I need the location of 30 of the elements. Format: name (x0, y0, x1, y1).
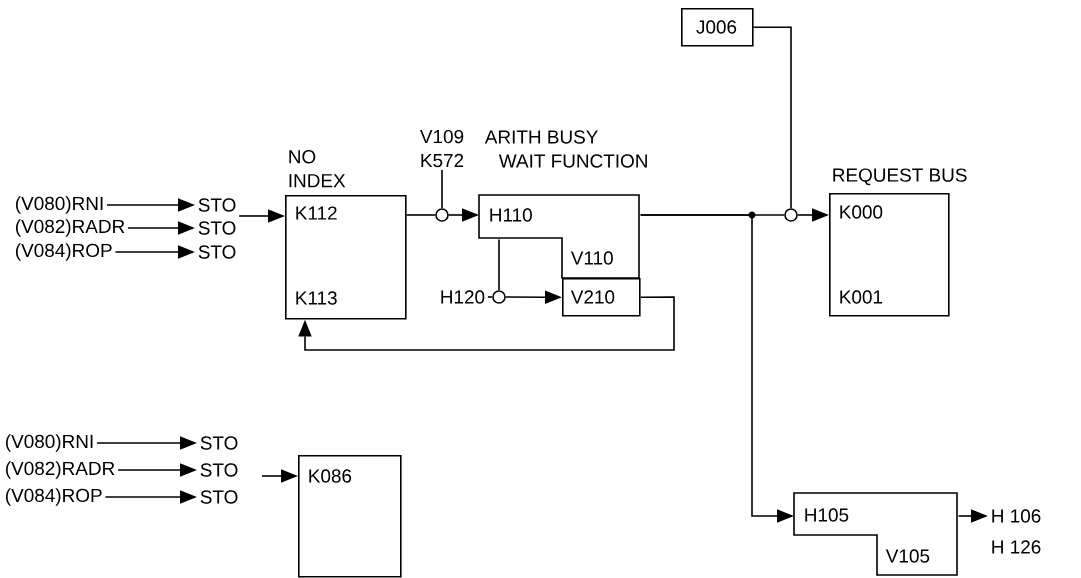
logic-block: J006 (681, 8, 754, 47)
signal-label: V109 K572 (420, 129, 464, 168)
node-label: K113 (296, 291, 337, 305)
logic-block: V210 (562, 278, 641, 317)
signal-label: STO (198, 221, 236, 235)
signal-label: (V084)ROP (16, 243, 112, 261)
signal-label: (V082)RADR (16, 219, 125, 237)
function-label: WAIT FUNCTION (498, 154, 647, 168)
signal-label: H120 (441, 290, 485, 304)
signal-label: H 106 (992, 509, 1041, 523)
signal-label: STO (200, 490, 238, 504)
signal-label: (V080)RNI (6, 434, 93, 452)
function-label: ARITH BUSY (484, 130, 598, 144)
logic-block: K086 (298, 455, 402, 578)
logic-block: K000 K001 (829, 193, 950, 317)
signal-label: H 126 (992, 540, 1041, 554)
block-title: REQUEST BUS (833, 168, 967, 186)
signal-label: STO (200, 463, 238, 477)
arrow (298, 296, 675, 351)
signal-label: (V084)ROP (6, 488, 102, 506)
signal-label: STO (198, 245, 236, 259)
block-title: NO INDEX (289, 150, 346, 188)
logic-block: K112 K113 (285, 195, 407, 320)
signal-label: (V080)RNI (16, 196, 103, 214)
node-label: K112 (296, 206, 337, 220)
logic-block: H110 V110 (478, 194, 640, 279)
signal-label: (V082)RADR (6, 461, 115, 479)
signal-label: STO (200, 436, 238, 450)
logic-block: H105 V105 (793, 492, 958, 576)
signal-label: STO (198, 198, 236, 212)
